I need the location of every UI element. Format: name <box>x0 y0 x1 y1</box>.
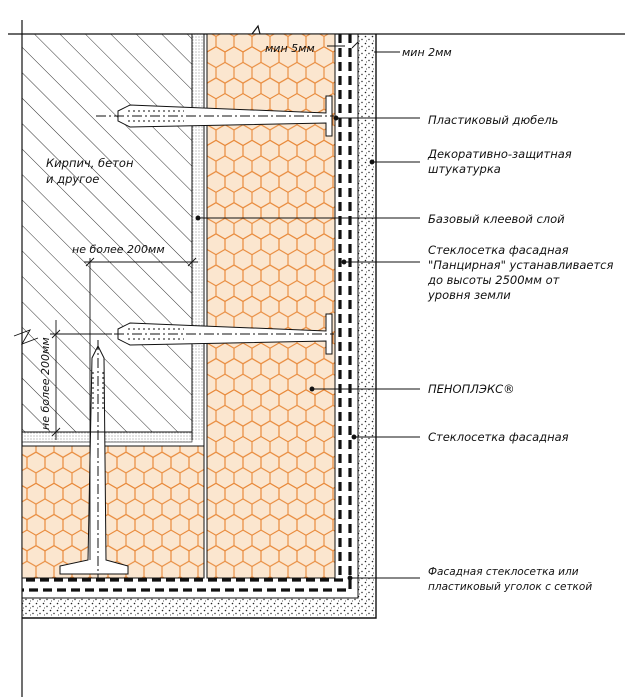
plastic-dowel-middle <box>96 313 334 355</box>
dim-min-5: мин 5мм <box>265 42 315 55</box>
leader-lines <box>195 115 420 581</box>
label-corner: Фасадная стеклосетка или <box>428 566 579 578</box>
plastic-dowel-upper <box>96 95 334 137</box>
facade-mesh-layer <box>22 34 352 592</box>
label-mesh-armor-3: до высоты 2500мм от <box>427 273 560 287</box>
label-plastic-dowel: Пластиковый дюбель <box>428 113 558 127</box>
label-corner-2: пластиковый уголок с сеткой <box>428 581 592 593</box>
dim-max-200-vertical: не более 200мм <box>39 337 52 430</box>
insulation-board-lower <box>21 445 205 579</box>
label-mesh-armor-2: "Панцирная" устанавливается <box>428 258 613 272</box>
label-base-adhesive: Базовый клеевой слой <box>428 212 565 226</box>
label-wall-2: и другое <box>46 172 99 186</box>
decorative-plaster-layer <box>22 34 377 619</box>
masonry-wall <box>21 33 193 443</box>
label-mesh-armor-4: уровня земли <box>427 288 511 302</box>
plastic-dowel-vertical <box>59 340 129 580</box>
dim-max-200-horizontal: не более 200мм <box>72 243 165 256</box>
dimension-lines <box>13 41 400 560</box>
dim-min-2: мин 2мм <box>402 46 452 59</box>
label-decorative-plaster-2: штукатурка <box>428 162 501 176</box>
label-mesh-armor: Стеклосетка фасадная <box>428 243 569 257</box>
label-wall: Кирпич, бетон <box>46 156 134 170</box>
label-decorative-plaster: Декоративно-защитная <box>427 147 572 161</box>
label-penoplex: ПЕНОПЛЭКС® <box>428 382 515 396</box>
label-mesh-facade: Стеклосетка фасадная <box>428 430 569 444</box>
